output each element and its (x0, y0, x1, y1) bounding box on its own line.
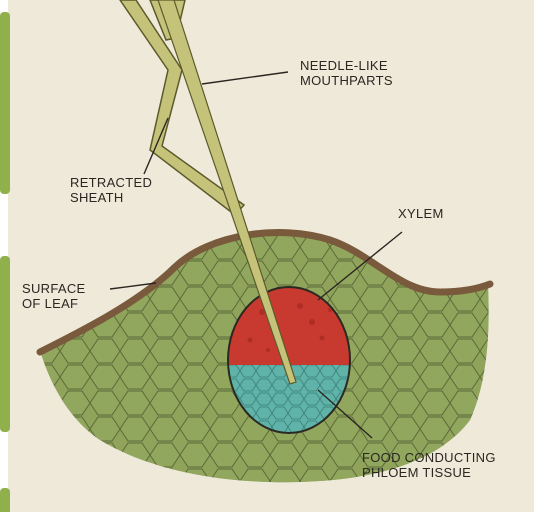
label-phloem-tissue: FOOD CONDUCTING PHLOEM TISSUE (362, 450, 496, 480)
label-needle-like-mouthparts: NEEDLE-LIKE MOUTHPARTS (300, 58, 393, 88)
side-tab-bottom (0, 488, 10, 512)
side-tab-top (0, 12, 10, 194)
label-surface-of-leaf: SURFACE OF LEAF (22, 281, 86, 311)
label-xylem: XYLEM (398, 206, 444, 221)
side-tab-middle (0, 256, 10, 432)
label-retracted-sheath: RETRACTED SHEATH (70, 175, 152, 205)
